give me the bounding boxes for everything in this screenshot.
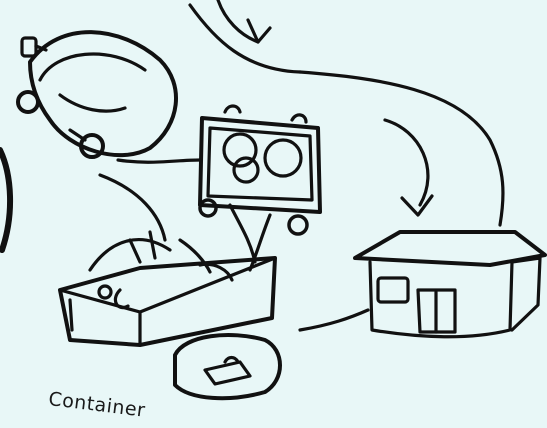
sack-drawing	[175, 335, 280, 398]
house-drawing	[300, 232, 545, 337]
container-box-drawing	[60, 232, 275, 345]
left-edge-arc	[0, 150, 10, 250]
car-drawing	[18, 32, 176, 157]
fruit-picture-drawing	[200, 106, 320, 234]
top-arrow	[190, 0, 300, 72]
connector-lines	[100, 160, 270, 270]
arrow-to-house	[300, 72, 503, 225]
